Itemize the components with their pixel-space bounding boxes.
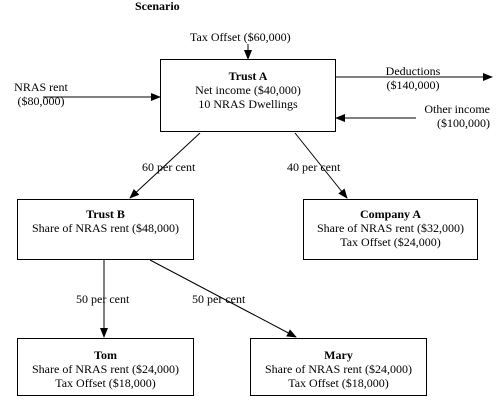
mary-offset: Tax Offset ($18,000) [288,376,389,390]
tax-offset-label: Tax Offset ($60,000) [190,30,291,44]
split-b-left-label: 50 per cent [76,292,130,306]
tom-offset: Tax Offset ($18,000) [55,376,156,390]
mary-box: Mary Share of NRAS rent ($24,000) Tax Of… [250,338,427,396]
split-a-left-label: 60 per cent [142,160,196,174]
deductions-label: Deductions ($140,000) [380,64,446,92]
company-a-share: Share of NRAS rent ($32,000) [317,221,464,235]
trust-b-title: Trust B [86,207,125,221]
mary-title: Mary [324,348,353,362]
deductions-line2: ($140,000) [386,78,440,92]
nras-rent-line1: NRAS rent [14,80,68,94]
other-income-label: Other income ($100,000) [412,102,490,130]
trust-a-to-trust-b-arrow [129,132,201,199]
deductions-line1: Deductions [385,64,441,78]
split-a-right-label: 40 per cent [287,160,341,174]
trust-a-net-income: Net income ($40,000) [195,83,301,97]
trust-a-box: Trust A Net income ($40,000) 10 NRAS Dwe… [160,59,336,132]
nras-rent-line2: ($80,000) [17,94,65,108]
tom-share: Share of NRAS rent ($24,000) [32,362,179,376]
company-a-offset: Tax Offset ($24,000) [340,235,441,249]
tom-title: Tom [94,348,117,362]
other-income-line1: Other income [424,102,490,116]
trust-a-dwellings: 10 NRAS Dwellings [198,97,298,111]
trust-b-to-mary-arrow [149,259,297,338]
company-a-box: Company A Share of NRAS rent ($32,000) T… [303,199,478,260]
trust-b-box: Trust B Share of NRAS rent ($48,000) [17,199,194,260]
trust-a-to-company-a-arrow [294,132,348,199]
split-b-right-label: 50 per cent [192,292,246,306]
tom-box: Tom Share of NRAS rent ($24,000) Tax Off… [17,338,194,396]
trust-b-share: Share of NRAS rent ($48,000) [32,221,179,235]
nras-rent-label: NRAS rent ($80,000) [8,80,74,108]
scenario-heading: Scenario [135,0,180,13]
mary-share: Share of NRAS rent ($24,000) [265,362,412,376]
other-income-line2: ($100,000) [437,116,490,130]
company-a-title: Company A [359,207,421,221]
trust-a-title: Trust A [228,69,268,83]
